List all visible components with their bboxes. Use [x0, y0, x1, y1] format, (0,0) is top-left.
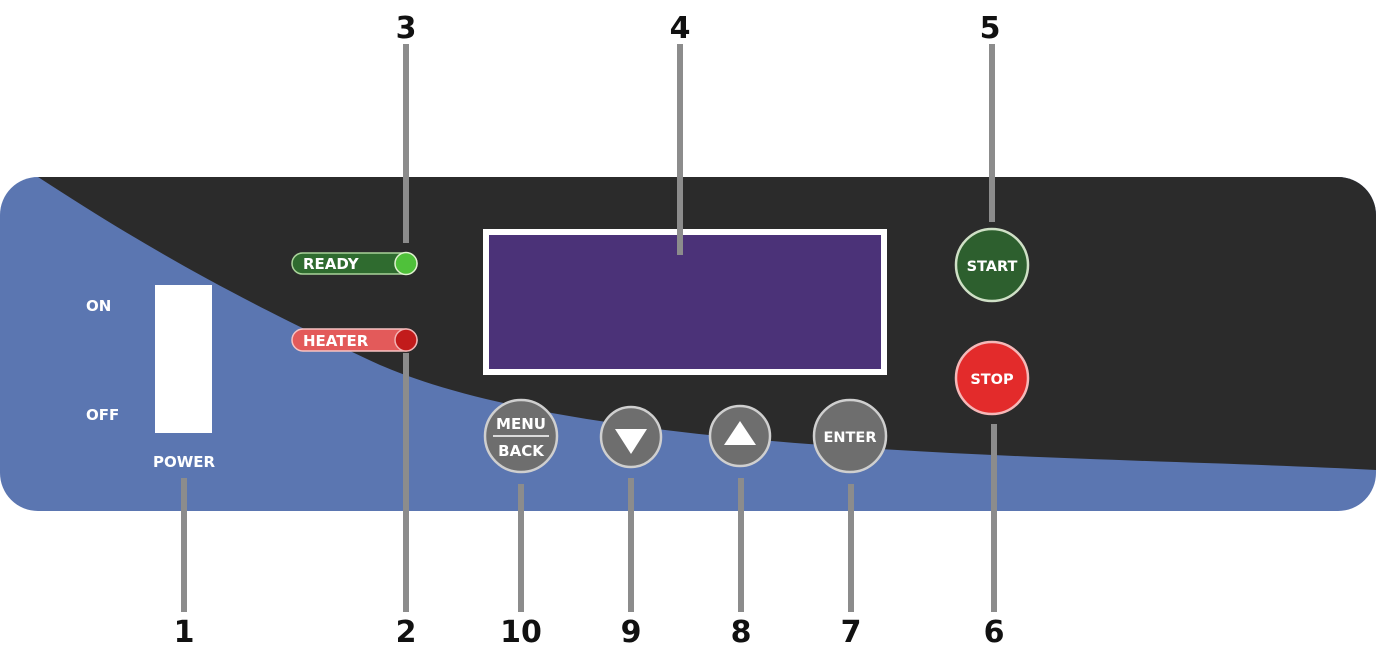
up-button[interactable]: [708, 404, 772, 468]
stop-button-face[interactable]: [954, 340, 1030, 416]
callout-8: 8: [731, 615, 752, 650]
callout-10: 10: [500, 615, 542, 650]
leader-lines: [181, 44, 997, 612]
start-button[interactable]: START: [954, 227, 1030, 303]
ready-indicator: READY: [291, 251, 418, 276]
enter-button[interactable]: ENTER: [812, 398, 888, 474]
power-off-label: OFF: [86, 406, 119, 424]
heater-indicator-label: HEATER: [303, 332, 369, 350]
stop-button[interactable]: STOP: [954, 340, 1030, 416]
callout-3: 3: [396, 11, 417, 46]
heater-led-icon: [394, 328, 418, 352]
lcd-display: [483, 229, 887, 375]
callout-4: 4: [670, 11, 691, 46]
ready-led-icon: [394, 251, 418, 276]
power-on-label: ON: [86, 297, 111, 315]
enter-button-label: ENTER: [823, 430, 876, 446]
ready-indicator-label: READY: [303, 255, 360, 273]
callout-5: 5: [980, 11, 1001, 46]
up-arrow-icon: [724, 421, 756, 445]
power-rocker-switch[interactable]: [155, 285, 212, 433]
callout-numbers: 3 4 5 1 2 10 9 8 7 6: [174, 11, 1005, 650]
callout-2: 2: [396, 615, 417, 650]
down-arrow-icon: [615, 429, 647, 454]
callout-1: 1: [174, 615, 195, 650]
power-name-label: POWER: [153, 453, 216, 471]
start-button-face[interactable]: [954, 227, 1030, 303]
menu-button-label: MENU: [496, 415, 546, 433]
back-button-label: BACK: [498, 442, 545, 460]
menu-back-button[interactable]: MENU BACK: [483, 398, 559, 474]
stop-button-label: STOP: [970, 372, 1014, 388]
callout-6: 6: [984, 615, 1005, 650]
start-button-label: START: [967, 259, 1018, 275]
callout-9: 9: [621, 615, 642, 650]
enter-button-face[interactable]: [812, 398, 888, 474]
callout-7: 7: [841, 615, 862, 650]
power-switch-group[interactable]: ON OFF POWER: [86, 285, 215, 471]
down-button[interactable]: [599, 405, 663, 469]
heater-indicator: HEATER: [291, 328, 418, 352]
